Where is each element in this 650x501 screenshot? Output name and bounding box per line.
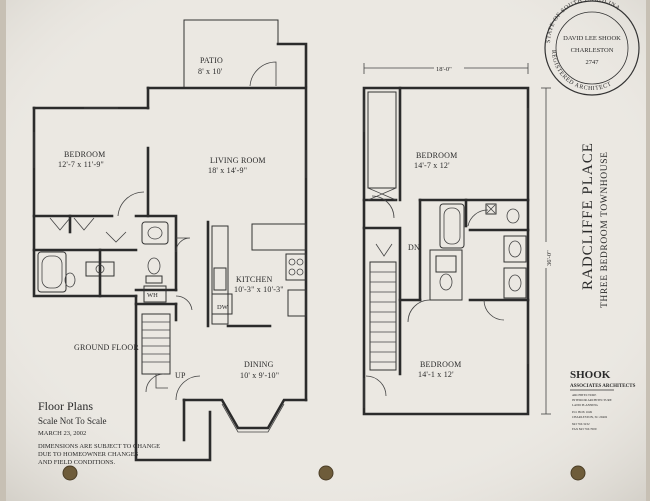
stair-down-label: DN [408, 243, 420, 252]
project-subtitle: THREE BEDROOM TOWNHOUSE [600, 152, 610, 308]
firm-logo: SHOOK ASSOCIATES ARCHITECTS ARCHITECTURE… [570, 369, 636, 431]
room-label-living: LIVING ROOM [210, 156, 266, 165]
title-block: Floor Plans Scale Not To Scale MARCH 23,… [38, 399, 160, 466]
room-dims-living: 18' x 14'-9" [208, 166, 247, 175]
room-dims-kitchen: 10'-3" x 10'-3" [234, 285, 284, 294]
stamp-name: DAVID LEE SHOOK [563, 35, 621, 42]
disclaimer-line-1: DIMENSIONS ARE SUBJECT TO CHANGE [38, 443, 160, 450]
firm-line-3: LAND PLANNING [572, 403, 599, 407]
fixture-wh: WH [147, 292, 158, 299]
depth-dimension: 36'-0" [546, 250, 553, 266]
firm-line-2: INTERIOR ARCHITECTURE [572, 398, 612, 402]
room-dims-patio: 8' x 10' [198, 67, 223, 76]
room-label-bedroom-upper-2: BEDROOM [420, 360, 461, 369]
floor-label-ground: GROUND FLOOR [74, 343, 139, 352]
upper-floor-plan [362, 63, 553, 416]
disclaimer-line-2: DUE TO HOMEOWNER CHANGES [38, 451, 139, 458]
title-date: MARCH 23, 2002 [38, 430, 86, 437]
firm-line-5: CHARLESTON, SC 29402 [572, 415, 608, 420]
width-dimension: 18'-0" [436, 66, 452, 73]
punch-hole-center [318, 465, 334, 481]
firm-sub: ASSOCIATES ARCHITECTS [570, 384, 636, 389]
firm-line-7: FAX 843 766 7009 [572, 427, 597, 431]
stair-up-label: UP [175, 371, 186, 380]
room-dims-dining: 10' x 9'-10" [240, 371, 279, 380]
stamp-number: 2747 [586, 59, 600, 66]
room-label-dining: DINING [244, 360, 274, 369]
stamp-city: CHARLESTON [571, 47, 614, 54]
project-name: RADCLIFFE PLACE [580, 142, 596, 290]
disclaimer-line-3: AND FIELD CONDITIONS. [38, 459, 115, 466]
room-dims-bedroom-ground: 12'-7 x 11'-9" [58, 160, 104, 169]
ground-floor-plan [32, 19, 308, 462]
room-dims-bedroom-upper: 14'-7 x 12' [414, 161, 450, 170]
firm-line-6: 843 766 3232 [572, 422, 590, 426]
project-title: RADCLIFFE PLACE THREE BEDROOM TOWNHOUSE [580, 142, 610, 308]
punch-hole-left [62, 465, 78, 481]
room-dims-bedroom-upper-2: 14'-1 x 12' [418, 370, 454, 379]
room-labels: PATIO 8' x 10' LIVING ROOM 18' x 14'-9" … [58, 56, 553, 380]
room-label-patio: PATIO [200, 56, 223, 65]
title-heading: Floor Plans [38, 399, 93, 413]
room-label-bedroom-upper: BEDROOM [416, 151, 457, 160]
room-label-kitchen: KITCHEN [236, 275, 273, 284]
title-scale: Scale Not To Scale [38, 416, 106, 426]
room-label-bedroom-ground: BEDROOM [64, 150, 105, 159]
punch-hole-right [570, 465, 586, 481]
firm-line-4: P.O. BOX 1649 [572, 410, 592, 414]
firm-line-1: ARCHITECTURE [572, 393, 596, 397]
firm-name: SHOOK [570, 369, 611, 381]
fixture-dw: DW [217, 304, 229, 311]
